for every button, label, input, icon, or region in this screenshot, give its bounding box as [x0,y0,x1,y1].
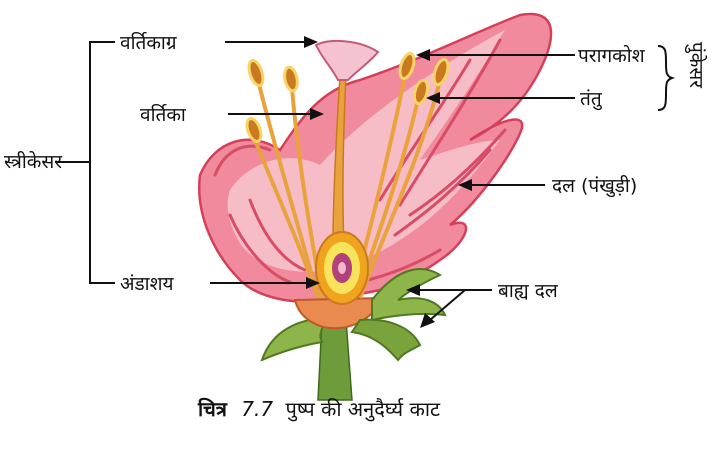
caption-text: पुष्प की अनुदैर्घ्य काट [285,397,441,422]
label-stamen: पुंकेसर [684,42,708,89]
label-ovary: अंडाशय [120,273,175,295]
label-pistil: स्त्रीकेसर [4,150,63,173]
sepal-right-bottom [350,318,422,362]
stigma [314,40,380,81]
caption-prefix: चित्र [197,397,228,421]
label-style: वर्तिका [140,103,187,126]
stamen-3 [245,117,320,299]
sepal-left [260,316,333,362]
sepal-right-top [371,268,447,322]
label-filament: तंतु [580,88,603,111]
leader-lines [55,36,676,328]
pistil [314,40,380,246]
label-anther: परागकोश [578,44,646,67]
caption-number: 7.7 [241,397,273,421]
ovary [315,231,369,305]
flower-stalk [317,319,353,401]
figure-caption: चित्र 7.7 पुष्प की अनुदैर्घ्य काट [197,397,441,422]
label-sepal: बाह्य दल [498,280,559,302]
label-petal: दल (पंखुड़ी) [552,174,637,198]
flower-illustration [197,12,553,401]
label-stigma: वर्तिकाग्र [120,31,177,54]
svg-text:चित्र 7.7 पुष्प की: चित्र 7.7 पुष्प की अनुदैर्घ्य काट [197,397,441,422]
stamen-1 [247,58,320,299]
stamen-6 [358,57,450,299]
